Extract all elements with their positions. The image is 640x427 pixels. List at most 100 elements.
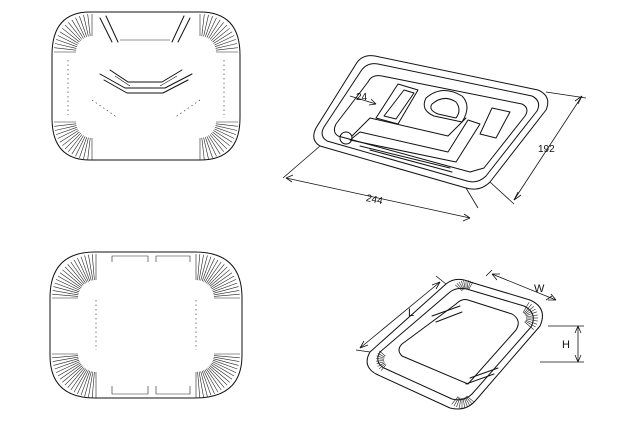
corner-rib-line	[53, 286, 79, 294]
corner-rib-line	[212, 131, 230, 146]
corner-rib-line	[463, 397, 468, 408]
corner-rib-line	[209, 22, 224, 40]
corner-rib-line	[77, 257, 89, 282]
corner-rib-line	[213, 355, 240, 359]
corner-rib-line	[378, 363, 386, 370]
corner-rib-line	[54, 282, 80, 293]
corner-rib-line	[87, 14, 91, 37]
arrowhead	[431, 281, 441, 290]
corner-rib-line	[197, 371, 201, 398]
corner-rib-line	[210, 364, 233, 380]
corner-rib-line	[73, 369, 88, 393]
tray-a-plan-corner-ribs	[54, 14, 238, 160]
corner-rib-line	[59, 364, 82, 380]
tray-a-plan-outline	[51, 11, 241, 161]
arrowhead	[368, 98, 377, 106]
corner-rib-line	[54, 43, 77, 49]
dashed-slot	[111, 386, 149, 395]
corner-rib-line	[211, 362, 235, 377]
tray-b-plan-outline	[49, 251, 243, 399]
corner-rib-line	[455, 284, 463, 292]
corner-rib-line	[213, 290, 240, 296]
corner-rib-line	[522, 302, 530, 313]
corner-rib-line	[57, 35, 78, 46]
corner-rib-line	[52, 290, 79, 296]
corner-rib-line	[56, 127, 77, 135]
corner-rib-line	[75, 136, 86, 157]
extension-line	[485, 269, 493, 277]
corner-rib-line	[62, 365, 83, 383]
corner-rib-line	[54, 123, 77, 127]
corner-rib-line	[211, 24, 228, 41]
corner-rib-line	[458, 281, 464, 290]
dimension-label-L: L	[408, 307, 414, 319]
tray-b-inner-rim	[377, 287, 534, 401]
inner-strut	[105, 15, 119, 43]
corner-rib-line	[207, 367, 225, 388]
corner-rib-line	[525, 320, 536, 328]
corner-rib-line	[525, 318, 538, 322]
corner-rib-line	[212, 28, 230, 43]
corner-rib-line	[453, 397, 460, 407]
corner-rib-line	[198, 371, 204, 398]
tray-a-cavity-wall	[333, 75, 528, 173]
corner-rib-line	[52, 293, 79, 297]
arrowhead	[491, 273, 500, 281]
tray-a-divider	[351, 117, 467, 137]
corner-rib-line	[456, 283, 464, 291]
corner-rib-line	[79, 137, 87, 158]
corner-rib-line	[209, 134, 224, 152]
corner-rib-line	[524, 306, 534, 315]
corner-rib-line	[83, 14, 89, 37]
corner-rib-line	[466, 280, 469, 290]
corner-rib-line	[198, 254, 204, 281]
corner-rib-line	[467, 280, 472, 290]
corner-rib-line	[88, 371, 94, 398]
corner-rib-line	[213, 286, 239, 294]
corner-rib-line	[55, 361, 80, 373]
corner-rib-line	[377, 362, 385, 367]
corner-rib-line	[376, 358, 385, 360]
corner-rib-line	[209, 269, 230, 287]
dimension-label-244: 244	[365, 193, 384, 207]
corner-rib-line	[464, 397, 471, 407]
dimension-line	[285, 177, 471, 219]
corner-rib-line	[55, 279, 80, 291]
corner-rib-line	[84, 371, 92, 397]
corner-rib-line	[87, 137, 91, 160]
corner-rib-line	[68, 134, 83, 152]
corner-rib-line	[206, 368, 222, 391]
corner-rib-line	[77, 370, 89, 395]
corner-rib-line	[201, 14, 205, 37]
corner-rib-line	[59, 31, 79, 44]
tray-b-iso-corner-ribs	[376, 280, 538, 408]
corner-rib-line	[213, 31, 233, 44]
corner-rib-line	[64, 266, 84, 286]
tray-a-front-lip	[369, 149, 453, 173]
tray-b-slot	[431, 305, 461, 317]
dashed-slot	[155, 255, 191, 262]
inner-strut	[99, 17, 113, 43]
arrowhead	[548, 293, 557, 301]
corner-rib-line	[525, 308, 536, 316]
corner-rib-line	[377, 353, 385, 358]
arrowhead	[513, 191, 522, 201]
corner-rib-line	[67, 264, 85, 285]
chevron-line	[114, 75, 131, 87]
dimension-label-192: 192	[538, 144, 555, 155]
tray-a-plan-center-chevron	[99, 69, 193, 94]
corner-rib-line	[75, 17, 86, 38]
extension-line	[489, 181, 515, 205]
dimension-line	[349, 95, 377, 105]
tray-b-outer-rim	[366, 278, 543, 410]
tray-a-dimension-244: 244	[282, 145, 479, 222]
dashed-slot	[155, 386, 191, 395]
tray-a-dimension-24: 24	[349, 92, 377, 106]
corner-rib-line	[460, 280, 465, 290]
corner-rib-line	[465, 396, 473, 405]
tray-a-right-compartment	[479, 107, 511, 139]
corner-rib-line	[68, 22, 83, 40]
corner-rib-line	[52, 355, 79, 359]
corner-rib-line	[376, 355, 385, 359]
corner-rib-line	[201, 137, 205, 160]
